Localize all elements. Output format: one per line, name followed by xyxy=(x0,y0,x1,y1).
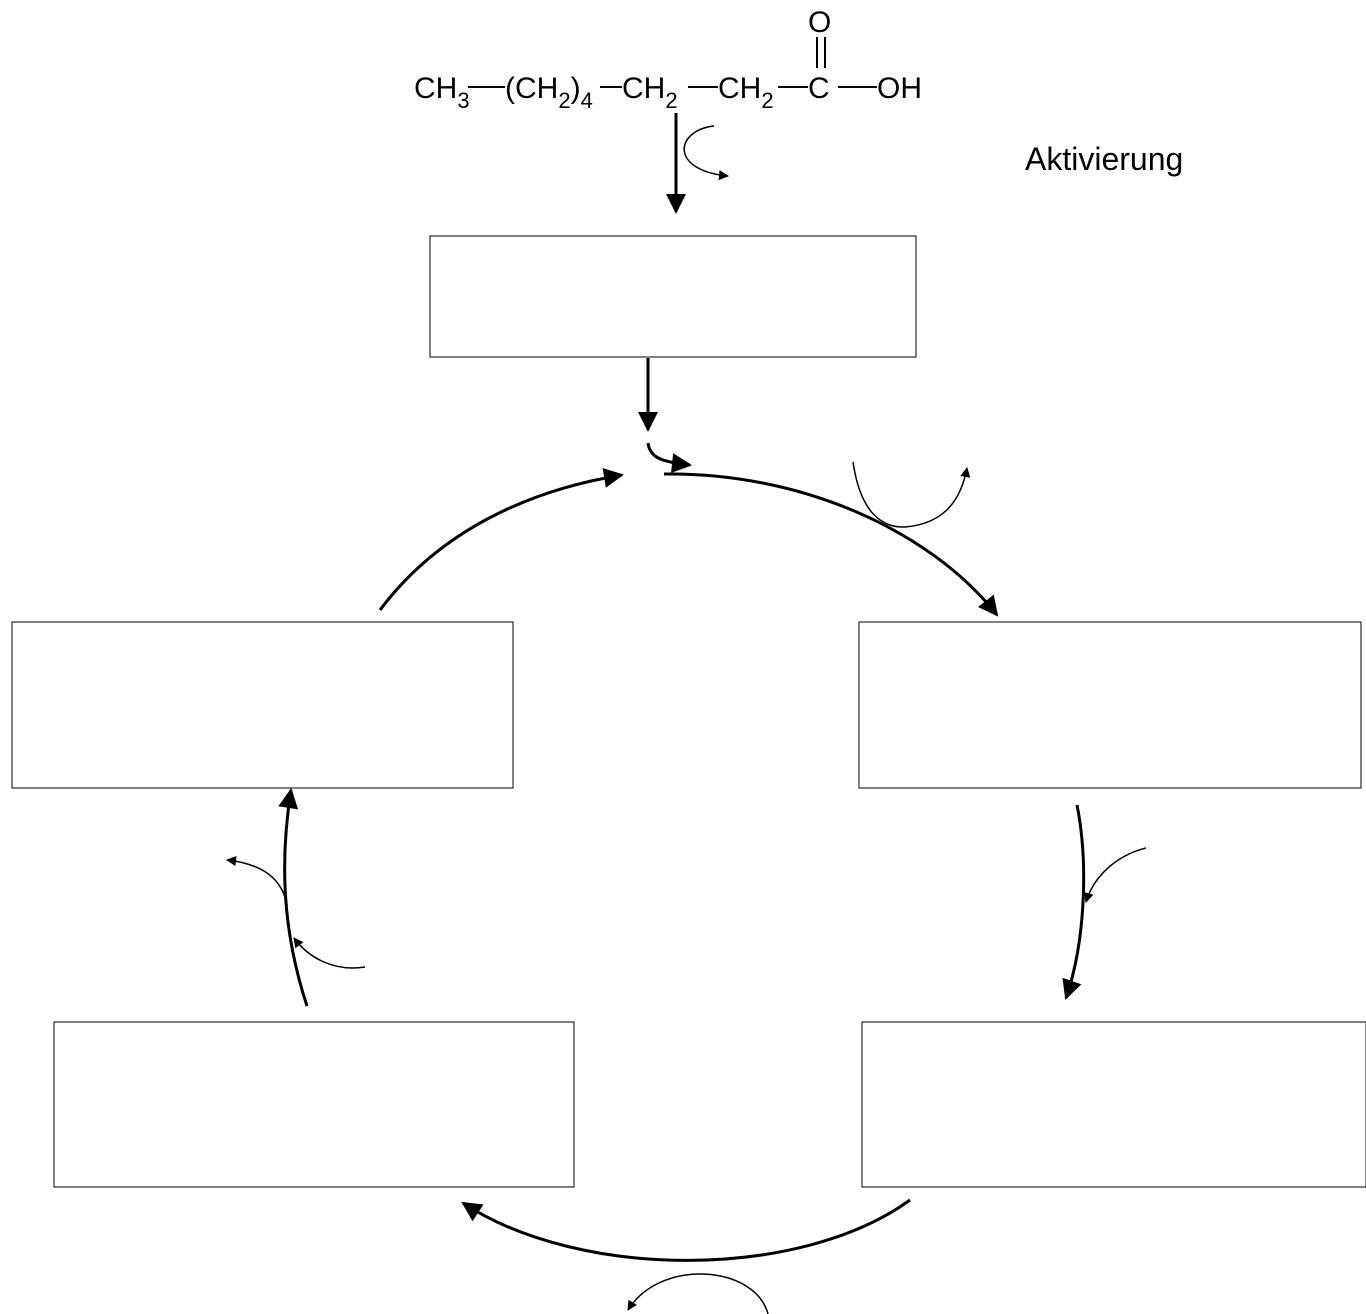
cycle-arrow-left xyxy=(278,788,309,1007)
stage-label-aktivierung: Aktivierung xyxy=(1025,141,1183,177)
activation-side-arrow xyxy=(683,125,729,181)
formula-ch2-beta: CH2 xyxy=(718,72,774,113)
cycle-arrow-top-left xyxy=(378,468,624,611)
box-left-lower xyxy=(53,1021,575,1188)
cycle-arrow-bottom xyxy=(461,1198,911,1262)
formula-ch3: CH3 xyxy=(414,72,470,113)
formula-hydroxyl: OH xyxy=(877,72,922,105)
cycle-side-arrow-top-right xyxy=(852,461,971,528)
cycle-arrow-top-right xyxy=(663,472,999,617)
formula-carbonyl-carbon: C xyxy=(808,72,830,105)
formula-carbonyl-oxygen: O xyxy=(808,6,831,39)
formula-ch2-alpha: CH2 xyxy=(622,72,678,113)
cycle-side-arrow-left-out xyxy=(226,856,288,906)
cycle-arrow-right xyxy=(1062,804,1086,1000)
entry-hook-arrow xyxy=(646,442,692,474)
box-right-lower xyxy=(861,1021,1366,1188)
formula-ch2-chain: (CH2)4 xyxy=(505,72,593,113)
box-right-upper xyxy=(858,621,1362,789)
cycle-side-arrow-left-in xyxy=(293,937,366,969)
box-left-upper xyxy=(11,621,514,789)
cycle-side-arrow-right xyxy=(1083,847,1147,903)
cycle-side-arrow-bottom xyxy=(627,1273,769,1314)
structural-formula: CH3 (CH2)4 CH2 CH2 C O OH xyxy=(414,6,922,113)
box-top xyxy=(429,235,917,358)
